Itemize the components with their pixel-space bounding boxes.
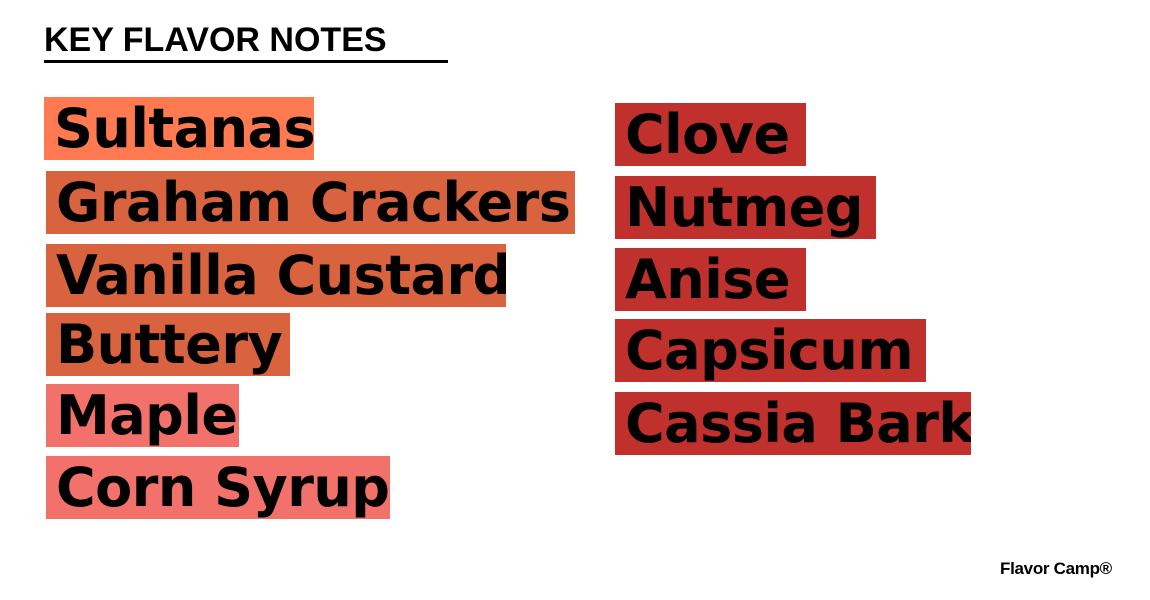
title-underline (44, 60, 448, 63)
flavor-note-anise: Anise (615, 248, 806, 311)
flavor-note-corn-syrup: Corn Syrup (46, 456, 390, 519)
page-title: KEY FLAVOR NOTES (44, 21, 387, 59)
flavor-note-nutmeg: Nutmeg (615, 176, 876, 239)
flavor-note-buttery: Buttery (46, 313, 290, 376)
brand-logo-text: Flavor Camp® (1000, 559, 1112, 578)
flavor-note-clove: Clove (615, 103, 806, 166)
flavor-note-cassia-bark: Cassia Bark (615, 392, 971, 455)
flavor-note-maple: Maple (46, 384, 239, 447)
flavor-note-graham-crackers: Graham Crackers (46, 171, 575, 234)
flavor-note-sultanas: Sultanas (44, 97, 314, 160)
flavor-note-vanilla-custard: Vanilla Custard (46, 244, 506, 307)
flavor-note-capsicum: Capsicum (615, 319, 926, 382)
